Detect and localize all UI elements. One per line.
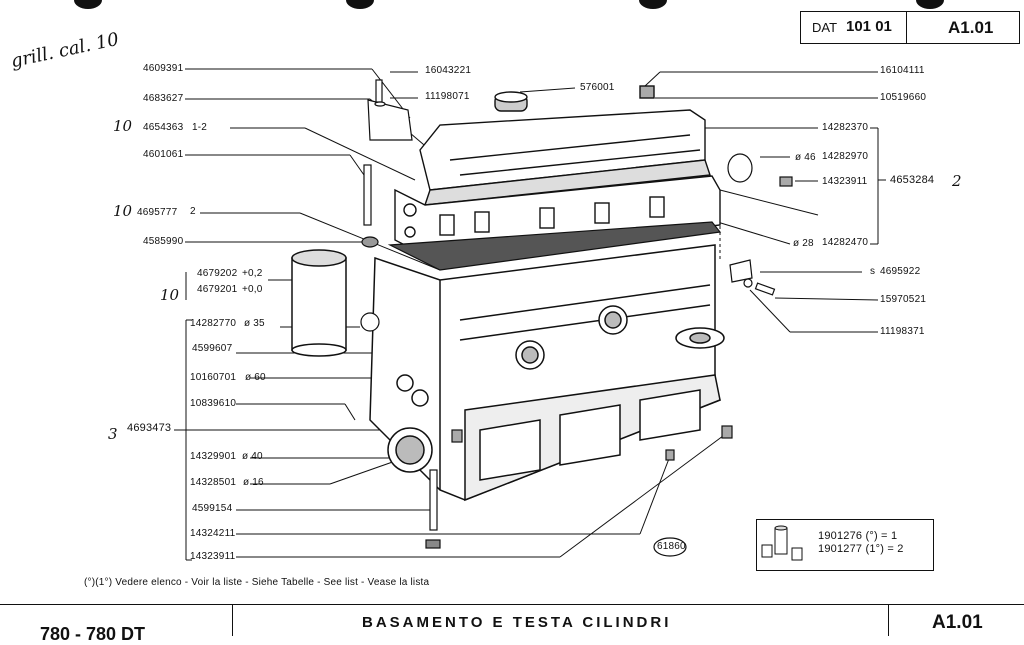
part-number: 4609391 — [143, 63, 184, 74]
dat-number: 101 01 — [846, 18, 892, 35]
part-number: 4654363 — [143, 122, 184, 133]
part-number: 10160701 — [190, 372, 237, 383]
figure-reference: 61860 — [657, 541, 686, 552]
header-page-code: A1.01 — [948, 18, 994, 37]
legend-line-2: 1901277 (1°) = 2 — [818, 543, 904, 555]
part-qty: ø 46 — [795, 152, 816, 163]
part-qty: ø 16 — [243, 477, 264, 488]
part-number: 4599607 — [192, 343, 233, 354]
handwritten-mark-2: 10 — [113, 202, 133, 220]
part-number: 4599154 — [192, 503, 233, 514]
handwritten-mark-5: 2 — [952, 172, 962, 190]
part-number: 14282370 — [822, 122, 869, 133]
part-qty: ø 40 — [242, 451, 263, 462]
part-qty: 2 — [190, 206, 196, 217]
part-number: 4653284 — [890, 174, 935, 186]
part-number: 14323911 — [822, 176, 868, 187]
part-number: 4683627 — [143, 93, 184, 104]
part-number: 4695922 — [880, 266, 921, 277]
part-number: 4679201 — [197, 284, 238, 295]
part-number: 14282470 — [822, 237, 869, 248]
top-edge-marks — [74, 0, 944, 9]
footer-title: BASAMENTO E TESTA CILINDRI — [362, 614, 672, 631]
footer-rule — [0, 604, 1024, 605]
handwritten-mark-1: 10 — [113, 117, 133, 135]
part-qty: s — [870, 266, 876, 277]
footer-divider-left — [232, 604, 233, 636]
part-number: 15970521 — [880, 294, 927, 305]
part-number: 14282770 — [190, 318, 237, 329]
footer-divider-right — [888, 604, 889, 636]
part-number: 11198371 — [880, 326, 925, 337]
part-number: 14328501 — [190, 477, 237, 488]
engine-exploded-diagram — [174, 68, 886, 561]
part-number: 16104111 — [880, 65, 925, 76]
part-number: 4695777 — [137, 207, 178, 218]
handwritten-mark-3: 10 — [160, 286, 180, 304]
footer-page-code: A1.01 — [932, 612, 983, 633]
handwritten-mark-4: 3 — [108, 425, 118, 443]
part-number: 11198071 — [425, 91, 470, 102]
footnote: (°)(1°) Vedere elenco - Voir la liste - … — [84, 577, 430, 588]
part-number: 4693473 — [127, 422, 172, 434]
part-number: 16043221 — [425, 65, 472, 76]
part-qty: +0,0 — [242, 284, 263, 295]
part-number: 576001 — [580, 82, 615, 93]
part-number: 14282970 — [822, 151, 869, 162]
part-qty: 1-2 — [192, 122, 208, 133]
part-number: 4585990 — [143, 236, 184, 247]
part-number: 14324211 — [190, 528, 236, 539]
part-number: 14329901 — [190, 451, 237, 462]
header-divider — [906, 11, 907, 44]
footer-models: 780 - 780 DT — [40, 624, 146, 644]
part-number: 4601061 — [143, 149, 184, 160]
part-qty: ø 35 — [244, 318, 265, 329]
part-number: 4679202 — [197, 268, 238, 279]
part-qty: ø 28 — [793, 238, 814, 249]
legend-line-1: 1901276 (°) = 1 — [818, 530, 898, 542]
part-number: 10839610 — [190, 398, 237, 409]
legend-box — [756, 519, 934, 571]
header-box — [800, 11, 1020, 44]
dat-prefix: DAT — [812, 20, 838, 35]
part-number: 14323911 — [190, 551, 236, 562]
part-qty: +0,2 — [242, 268, 263, 279]
part-qty: ø 60 — [245, 372, 266, 383]
part-number: 10519660 — [880, 92, 927, 103]
